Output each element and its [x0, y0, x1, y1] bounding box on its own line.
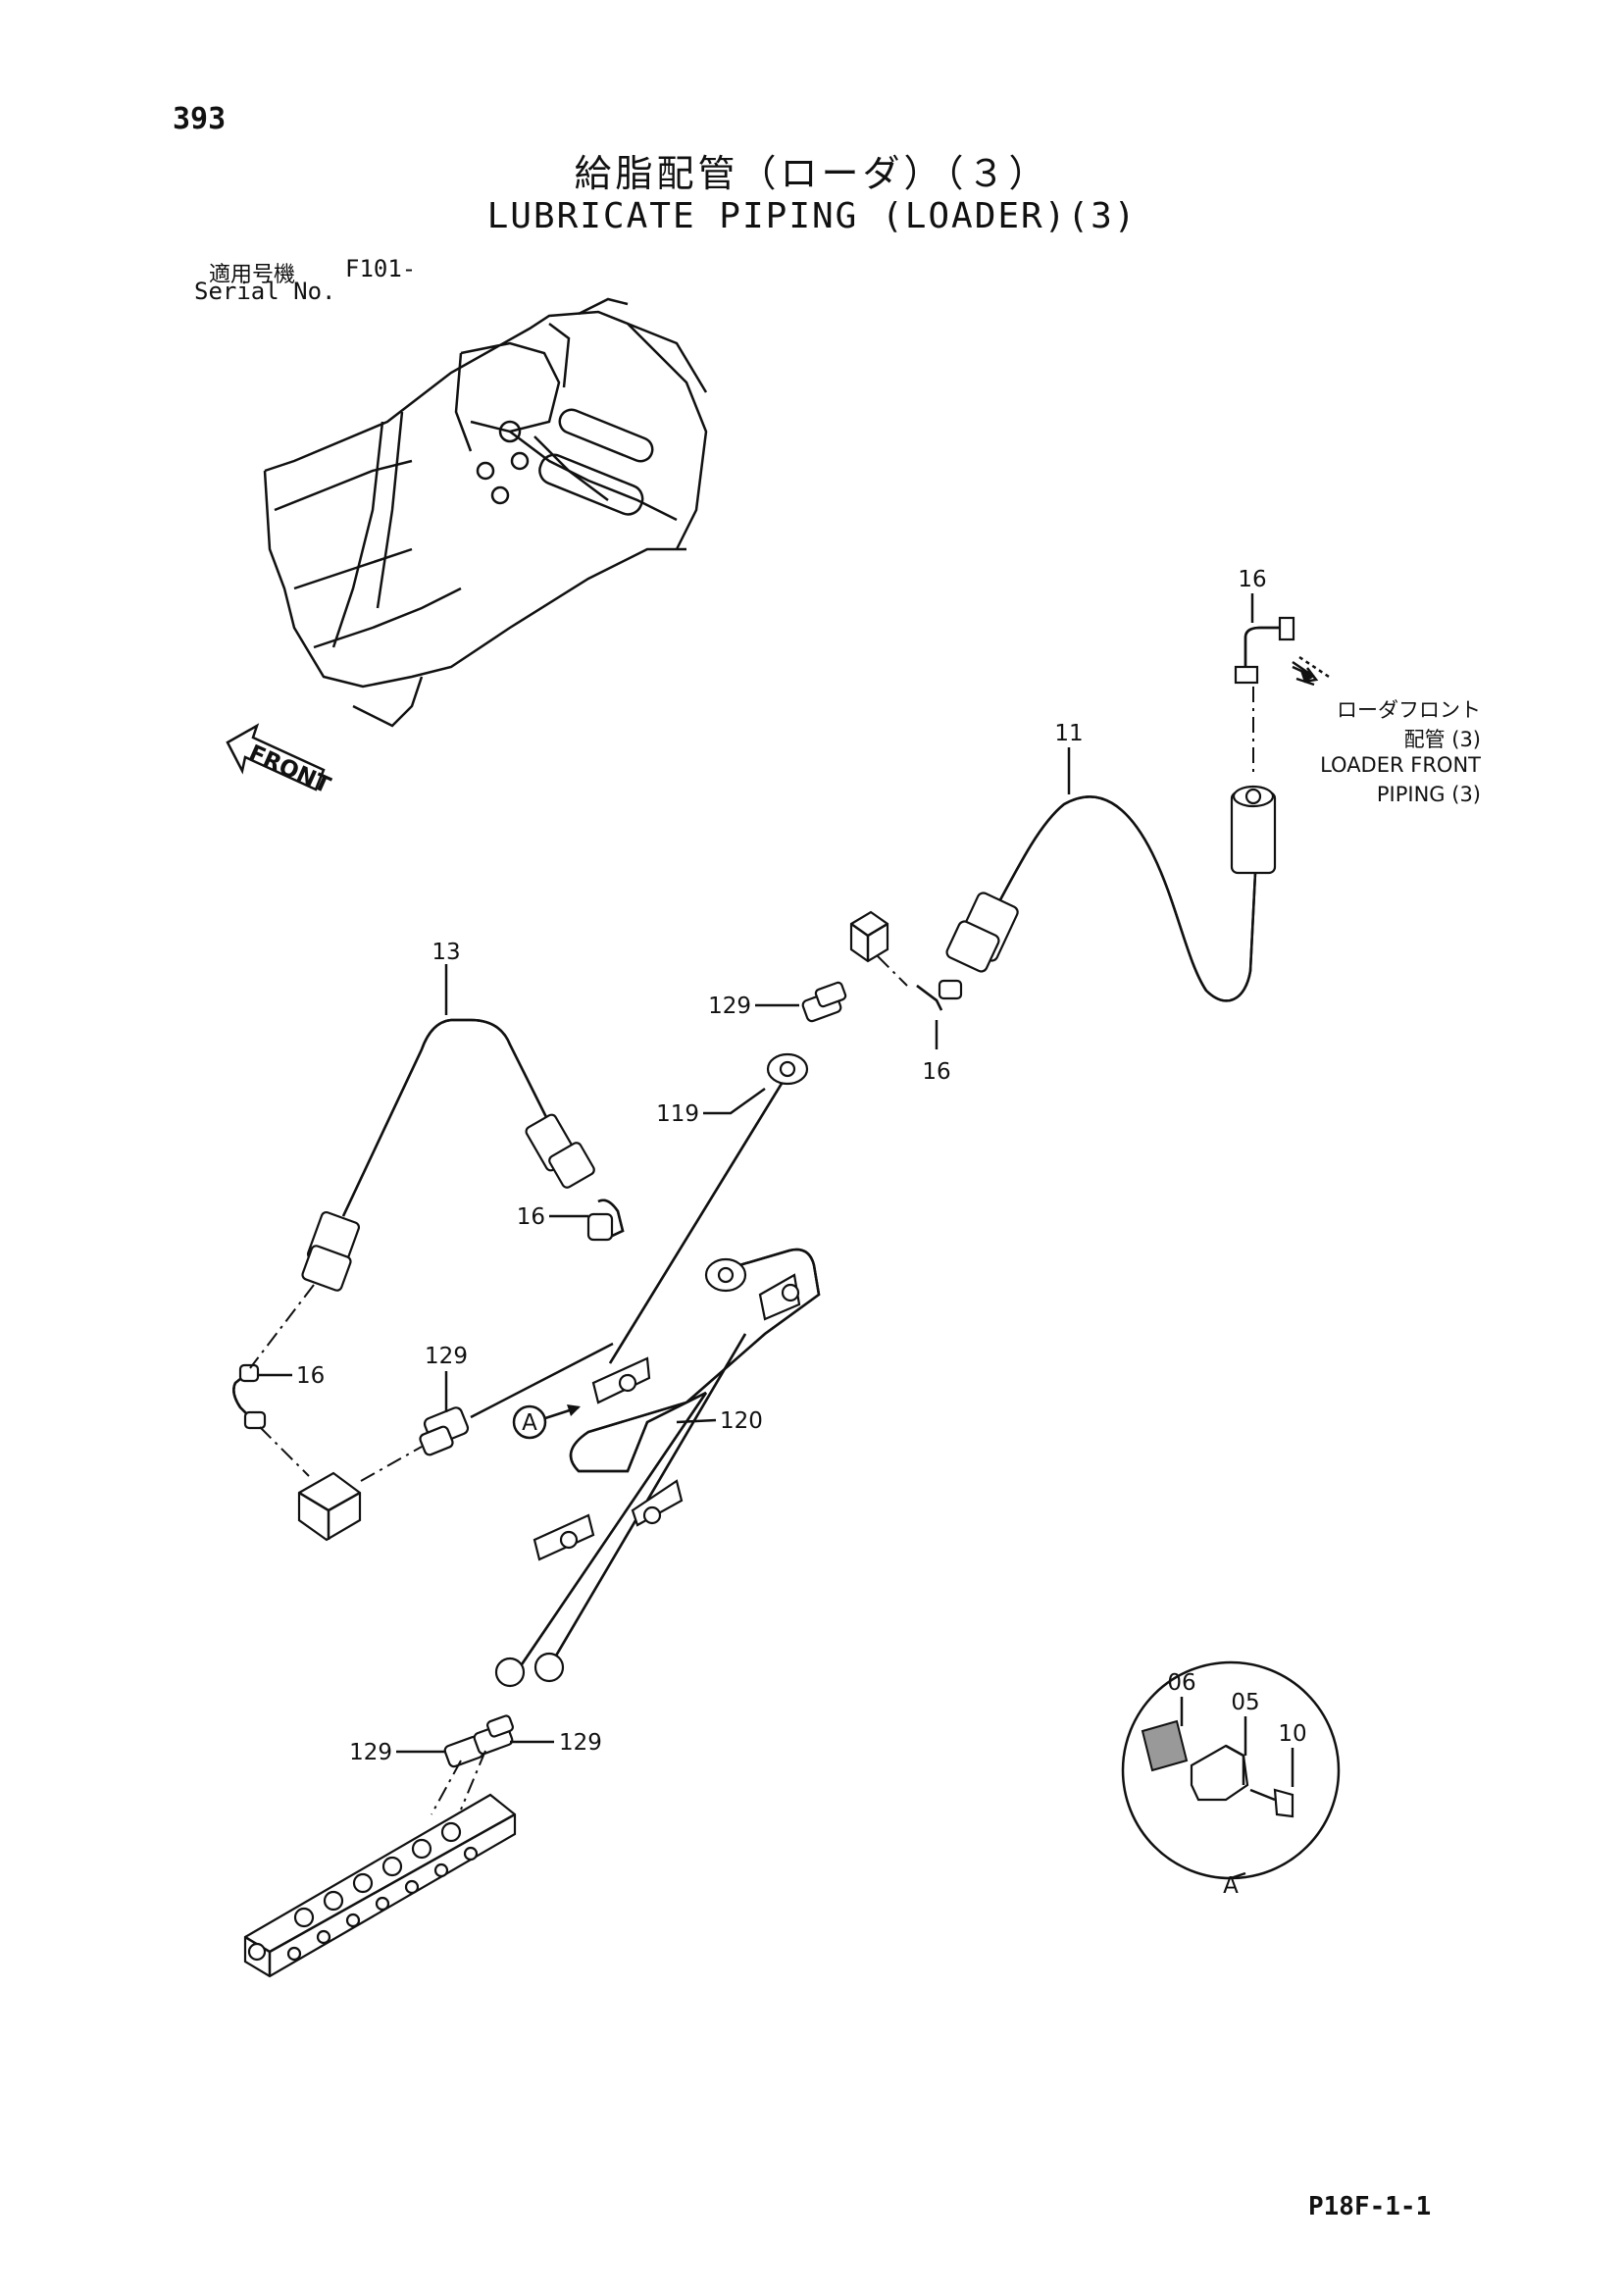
destination-label-en-line1: LOADER FRONT [1320, 753, 1481, 777]
callout-16-left: 16 [517, 1204, 545, 1230]
leader-dashed-nut [877, 955, 908, 987]
callout-16-top: 16 [1238, 567, 1266, 592]
pipe-120-assembly [494, 1248, 821, 1688]
destination-arrow [1292, 665, 1315, 679]
callout-129-bottom-right: 129 [559, 1730, 602, 1756]
callout-129-left: 129 [425, 1344, 468, 1369]
elbow-fitting-16-mid [916, 979, 963, 1011]
leader-dashed-13 [249, 1284, 315, 1369]
callout-119: 119 [656, 1101, 699, 1127]
front-direction-arrow: FRONT [226, 723, 334, 799]
callout-16-far-left: 16 [296, 1363, 325, 1389]
grease-nipple-129-left [419, 1406, 470, 1456]
destination-arrowhead [1300, 671, 1314, 683]
destination-label-jp-line2: 配管 (3) [1403, 728, 1481, 751]
serial-value: F101- [345, 255, 417, 282]
callout-05: 05 [1231, 1690, 1259, 1715]
callout-leaders [257, 593, 1294, 1880]
cap-nut-top [849, 910, 889, 963]
detail-label-a: A [1223, 1873, 1239, 1899]
elbow-fitting-16-left [586, 1199, 625, 1242]
grease-nipples-129-bottom [443, 1714, 514, 1768]
elbow-fitting-16-top [1234, 616, 1330, 687]
detail-a-view [1121, 1660, 1341, 1880]
page-title-english: LUBRICATE PIPING (LOADER)(3) [486, 196, 1138, 236]
callout-129-bottom-left: 129 [349, 1740, 392, 1765]
diagram-code: P18F-1-1 [1308, 2192, 1432, 2221]
destination-label-jp-line1: ローダフロント [1337, 698, 1481, 722]
callout-16-mid: 16 [922, 1059, 950, 1085]
leader-line-129-to-pipe [470, 1342, 614, 1419]
page-number: 393 [173, 102, 227, 136]
callout-06: 06 [1167, 1670, 1195, 1696]
callout-11: 11 [1054, 721, 1083, 746]
callout-10: 10 [1278, 1721, 1306, 1747]
destination-label-en-line2: PIPING (3) [1376, 783, 1481, 806]
front-arrow-label: FRONT [245, 740, 334, 799]
callout-129-top: 129 [708, 994, 751, 1019]
callout-13: 13 [431, 940, 460, 965]
pipe-13 [301, 1018, 595, 1292]
leader-dashed-129 [360, 1446, 423, 1482]
detail-reference-a: A [512, 1404, 581, 1440]
detail-ref-letter: A [522, 1410, 537, 1436]
grease-nipple-129-top [801, 981, 847, 1023]
callout-120: 120 [720, 1408, 763, 1434]
elbow-fitting-16-far-left [232, 1363, 267, 1430]
grease-manifold-block [243, 1793, 517, 1978]
leader-dashed-manifold-2 [460, 1750, 486, 1811]
cap-nut-left [297, 1471, 362, 1542]
hose-11 [945, 785, 1277, 1002]
leader-dashed-manifold-1 [431, 1760, 462, 1815]
page-title-japanese: 給脂配管（ローダ）（３） [574, 152, 1050, 195]
pipe-119 [608, 1052, 809, 1364]
loader-overview-illustration [263, 297, 708, 728]
leader-dashed-nut-left [259, 1426, 310, 1477]
serial-label-english: Serial No. [194, 278, 336, 305]
serial-label-japanese: 適用号機 [209, 263, 296, 287]
